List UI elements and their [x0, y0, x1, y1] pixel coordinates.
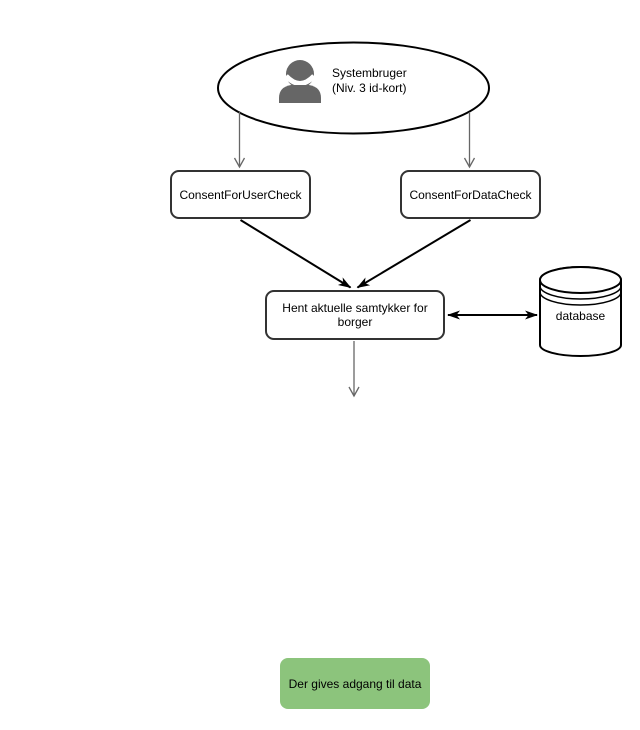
- arrow-usercheck-to-fetch: [239, 219, 352, 289]
- node-consent-user-check: ConsentForUserCheck: [170, 170, 311, 219]
- person-smile: [284, 74, 316, 86]
- node-label: ConsentForDataCheck: [409, 187, 532, 202]
- cylinder-band-1: [539, 285, 622, 300]
- actor-label: Systembruger (Niv. 3 id-kort): [332, 66, 407, 95]
- person-icon: [279, 60, 321, 103]
- database-label: database: [555, 309, 606, 323]
- node-fetch-consents: Hent aktuelle samtykker for borger: [265, 290, 445, 340]
- person-shoulders: [279, 85, 321, 103]
- cylinder-top: [539, 266, 622, 294]
- node-access-granted: Der gives adgang til data: [280, 658, 430, 709]
- cylinder-band-2: [539, 291, 622, 306]
- node-label: ConsentForUserCheck: [179, 187, 302, 202]
- actor-ellipse: [217, 41, 490, 135]
- node-consent-data-check: ConsentForDataCheck: [400, 170, 541, 219]
- node-label: Hent aktuelle samtykker for borger: [282, 301, 428, 329]
- arrow-datacheck-to-fetch: [356, 219, 472, 289]
- database-cylinder: [539, 266, 622, 357]
- node-label: Der gives adgang til data: [288, 676, 422, 691]
